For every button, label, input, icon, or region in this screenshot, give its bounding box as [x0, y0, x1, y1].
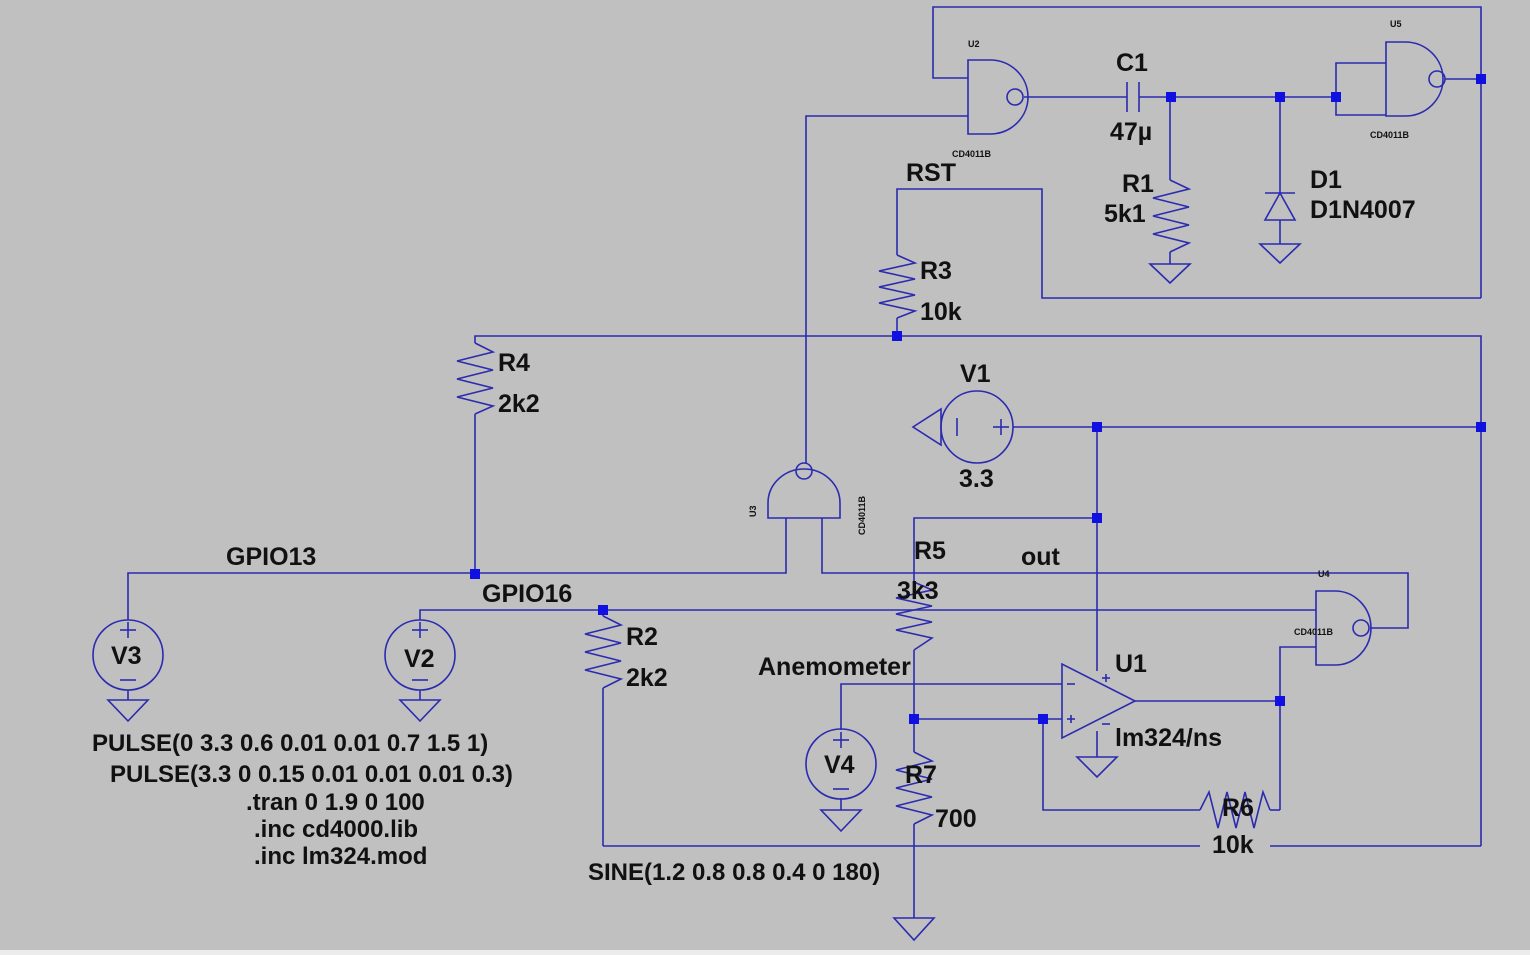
ground-icon [398, 699, 442, 723]
u1-value-label: lm324/ns [1115, 724, 1222, 752]
r6-ref-label: R6 [1222, 794, 1254, 822]
ground-icon [106, 699, 150, 723]
r1-ref-label: R1 [1122, 170, 1154, 198]
nand-gate-u2[interactable] [967, 59, 1029, 135]
ground-icon [1257, 243, 1303, 265]
net-label-gpio13: GPIO13 [226, 543, 316, 571]
nand-gate-u3[interactable] [767, 462, 841, 519]
junction-dot [1476, 74, 1486, 84]
junction-dot [909, 714, 919, 724]
r2-ref-label: R2 [626, 623, 658, 651]
resistor-r5[interactable] [895, 581, 935, 651]
u4-model-label: CD4011B [1294, 627, 1334, 637]
voltage-source-v2[interactable] [384, 619, 456, 691]
voltage-source-v1[interactable] [911, 390, 1014, 464]
resistor-r7[interactable] [895, 751, 935, 825]
junction-dot [1092, 513, 1102, 523]
junction-dot [1476, 422, 1486, 432]
r2-value-label: 2k2 [626, 664, 668, 692]
junction-dot [1092, 422, 1102, 432]
r5-value-label: 3k3 [897, 577, 939, 605]
r3-ref-label: R3 [920, 257, 952, 285]
v1-value-label: 3.3 [959, 465, 994, 493]
u5-model-label: CD4011B [1370, 130, 1410, 140]
r7-value-label: 700 [935, 805, 977, 833]
r4-value-label: 2k2 [498, 390, 540, 418]
u1-ref-label: U1 [1115, 650, 1147, 678]
junction-dot [1038, 714, 1048, 724]
nand-gate-u4[interactable] [1315, 590, 1372, 666]
v1-ref-label: V1 [960, 360, 991, 388]
r1-value-label: 5k1 [1104, 200, 1146, 228]
u3-ref-label: U3 [748, 505, 758, 517]
v2-ref-label: V2 [404, 645, 435, 673]
opamp-u1[interactable] [1061, 662, 1137, 740]
capacitor-c1[interactable] [1126, 82, 1140, 112]
junction-dot [1275, 696, 1285, 706]
directive-inc-cd4000: .inc cd4000.lib [254, 816, 418, 843]
u5-ref-label: U5 [1390, 19, 1402, 29]
u2-ref-label: U2 [968, 39, 980, 49]
resistor-r3[interactable] [878, 254, 918, 319]
v3-value-label: PULSE(0 3.3 0.6 0.01 0.01 0.7 1.5 1) [92, 730, 488, 757]
resistor-r2[interactable] [584, 615, 624, 689]
junction-dot [1166, 92, 1176, 102]
junction-dot [1331, 92, 1341, 102]
u2-model-label: CD4011B [952, 149, 992, 159]
diode-d1[interactable] [1263, 191, 1297, 221]
net-label-rst: RST [906, 159, 956, 187]
net-label-gpio16: GPIO16 [482, 580, 572, 608]
c1-value-label: 47µ [1110, 118, 1152, 146]
ground-symbols [106, 243, 1303, 942]
ground-icon [819, 809, 863, 833]
r6-value-label: 10k [1212, 831, 1254, 859]
resistor-r4[interactable] [456, 342, 496, 415]
v3-ref-label: V3 [111, 642, 142, 670]
junction-dot [1275, 92, 1285, 102]
r3-value-label: 10k [920, 298, 962, 326]
voltage-source-v3[interactable] [92, 619, 164, 691]
net-label-out: out [1021, 543, 1061, 571]
canvas-bottom-edge [0, 950, 1530, 955]
ground-icon [892, 917, 936, 942]
net-labels: RST GPIO13 GPIO16 out Anemometer [226, 159, 1061, 681]
junction-dots [470, 74, 1486, 724]
resistor-r1[interactable] [1152, 179, 1192, 253]
r4-ref-label: R4 [498, 349, 530, 377]
junction-dot [598, 605, 608, 615]
spice-directives[interactable]: .tran 0 1.9 0 100 .inc cd4000.lib .inc l… [246, 789, 427, 870]
directive-tran: .tran 0 1.9 0 100 [246, 789, 425, 816]
d1-ref-label: D1 [1310, 166, 1342, 194]
ground-icon [1147, 263, 1193, 285]
v4-value-label: SINE(1.2 0.8 0.8 0.4 0 180) [588, 859, 880, 886]
v2-value-label: PULSE(3.3 0 0.15 0.01 0.01 0.01 0.3) [110, 761, 513, 788]
voltage-source-v4[interactable] [805, 728, 877, 800]
component-labels: U2 CD4011B U5 CD4011B U3 CD4011B U4 CD40… [92, 19, 1416, 886]
v4-ref-label: V4 [824, 751, 855, 779]
u3-model-label: CD4011B [857, 495, 867, 535]
c1-ref-label: C1 [1116, 49, 1148, 77]
u4-ref-label: U4 [1318, 569, 1330, 579]
r7-ref-label: R7 [905, 761, 937, 789]
ground-icon [1075, 756, 1119, 779]
junction-dot [892, 331, 902, 341]
junction-dot [470, 569, 480, 579]
d1-value-label: D1N4007 [1310, 196, 1416, 224]
directive-inc-lm324: .inc lm324.mod [254, 843, 427, 870]
nand-gate-u5[interactable] [1385, 41, 1446, 117]
net-label-anemometer: Anemometer [758, 653, 911, 681]
resistor-r6[interactable] [1199, 789, 1271, 829]
r5-ref-label: R5 [914, 537, 946, 565]
